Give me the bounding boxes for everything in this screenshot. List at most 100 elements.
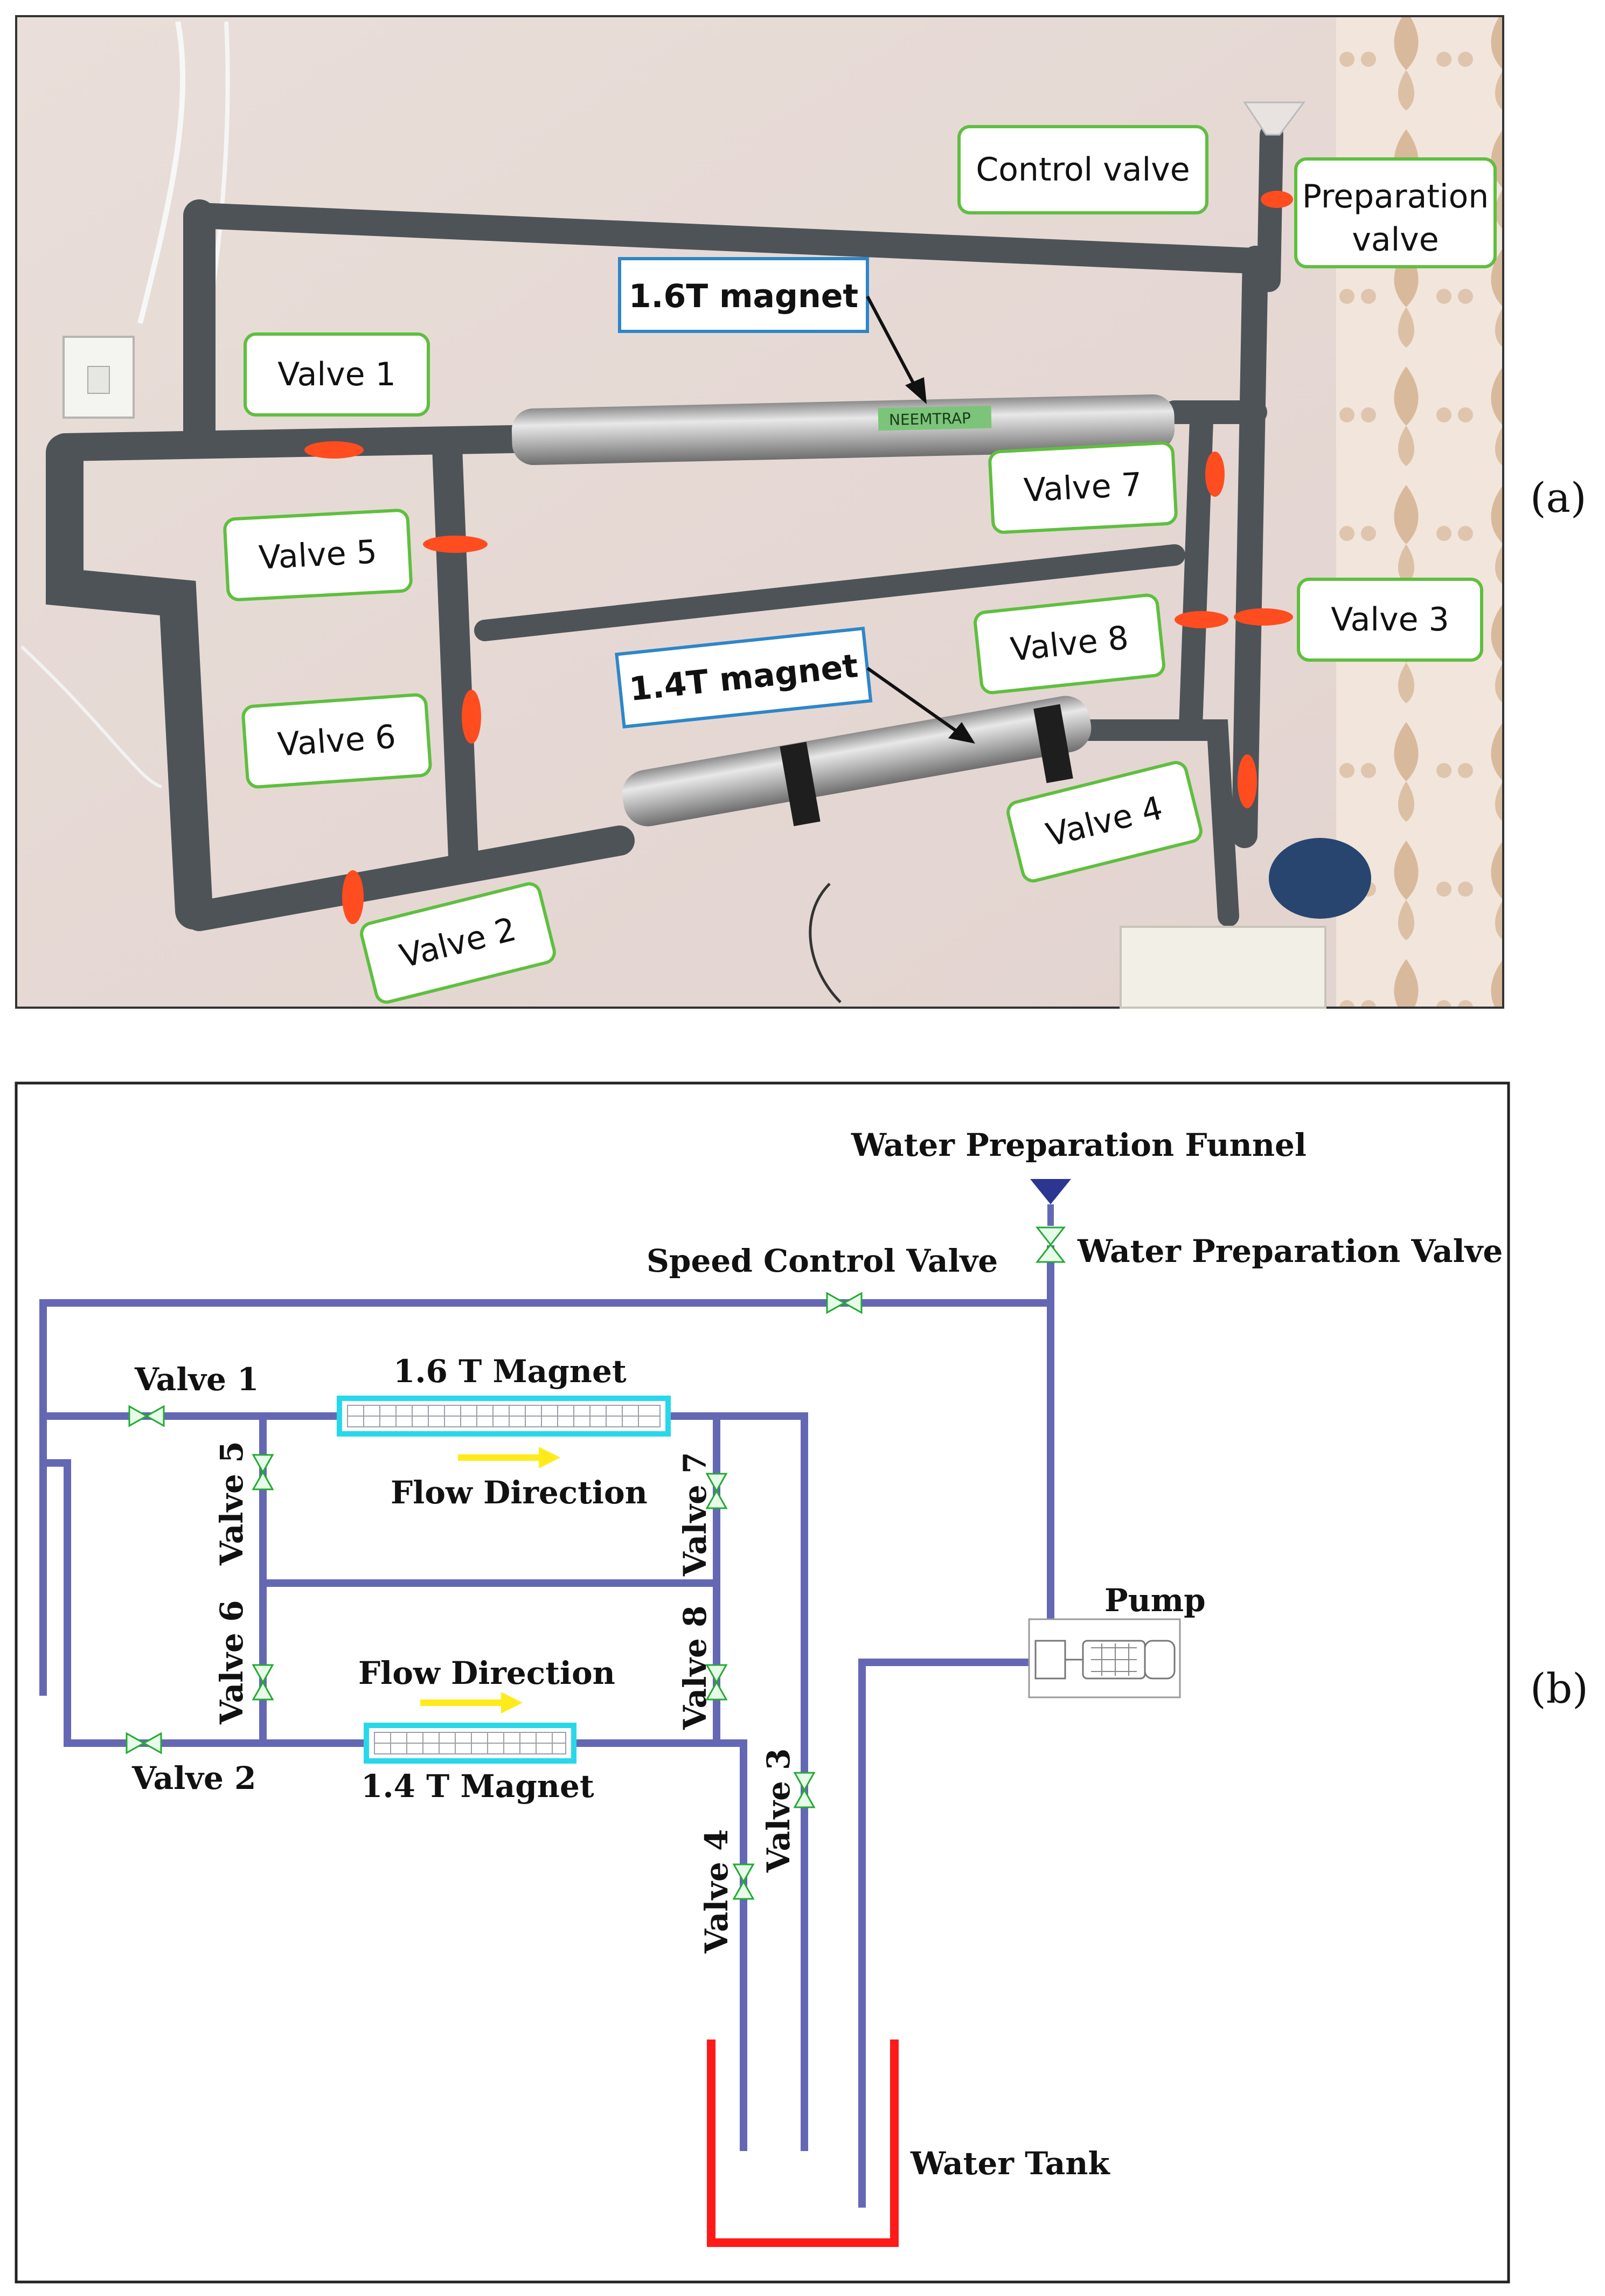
callout-valve-2: Valve 2 xyxy=(360,882,556,1004)
pipe-row2-right xyxy=(570,1739,747,2151)
callout-valve-7-text: Valve 7 xyxy=(1023,466,1143,509)
photo-pump xyxy=(1269,838,1371,919)
photo-magnet-14 xyxy=(622,696,1092,827)
photo-pipes xyxy=(46,123,1283,931)
photo-prep-valve-handle xyxy=(1261,191,1293,208)
valve-2-icon xyxy=(126,1732,162,1754)
callout-magnet-14: 1.4T magnet xyxy=(615,627,873,729)
photo-magnet-14-clamp xyxy=(780,741,821,827)
callout-valve-3-text: Valve 3 xyxy=(1331,601,1449,639)
photo-valve-handle-5 xyxy=(423,536,488,553)
photo-magnet-14-clamp xyxy=(1033,704,1073,783)
valve-6-icon xyxy=(252,1664,274,1701)
callout-preparation-valve: Preparation valve xyxy=(1294,157,1497,268)
photo-funnel xyxy=(1243,101,1305,136)
valve-prep-icon xyxy=(1035,1226,1066,1263)
callout-valve-1: Valve 1 xyxy=(244,332,430,417)
panel-b: Water Preparation Funnel Water Preparati… xyxy=(15,1081,1510,2284)
photo-valve-handle-3 xyxy=(1234,608,1293,626)
label-magnet-16: 1.6 T Magnet xyxy=(393,1353,627,1390)
photo-valve-handle-8 xyxy=(1175,611,1228,628)
pipe-middle-run xyxy=(474,544,1185,641)
callout-magnet-16-arrowhead xyxy=(905,377,927,404)
flow-arrow-bottom xyxy=(420,1692,523,1714)
pipe-prep-riser xyxy=(1257,123,1283,292)
callout-magnet-16-text: 1.6T magnet xyxy=(629,278,858,315)
callout-magnet-16-arrow xyxy=(866,295,918,389)
label-valve-2: Valve 2 xyxy=(131,1760,256,1796)
callout-magnet-14-arrow xyxy=(866,667,960,734)
valve-speed-icon xyxy=(826,1292,863,1314)
water-preparation-funnel xyxy=(1030,1179,1071,1204)
schematic-pump xyxy=(1028,1618,1181,1698)
valve-8-icon xyxy=(705,1664,728,1701)
schematic-magnet-14 xyxy=(364,1723,576,1764)
label-pump: Pump xyxy=(1104,1582,1206,1619)
label-flow-bottom: Flow Direction xyxy=(358,1655,615,1691)
callout-valve-3: Valve 3 xyxy=(1297,578,1483,662)
callout-valve-6: Valve 6 xyxy=(241,693,432,789)
panel-a: NEEMTRAP Control valve Preparation va xyxy=(15,15,1504,1009)
callout-valve-5: Valve 5 xyxy=(223,509,413,601)
wall-cable xyxy=(20,645,162,788)
photo-magnet-16-sticker xyxy=(878,405,992,431)
valve-3-icon xyxy=(793,1772,816,1808)
callout-magnet-16: 1.6T magnet xyxy=(618,257,927,404)
schematic-valves xyxy=(126,1226,1066,1900)
wall-cable xyxy=(809,883,842,1003)
photo-bucket xyxy=(1120,926,1326,1009)
photo-magnet-16 xyxy=(511,394,1175,466)
label-valve-1: Valve 1 xyxy=(134,1361,259,1398)
valve-5-icon xyxy=(252,1454,274,1490)
label-valve-3: Valve 3 xyxy=(760,1749,797,1873)
label-valve-6: Valve 6 xyxy=(213,1600,250,1725)
pipe-top-line xyxy=(39,1299,1054,1696)
callout-valve-1-text: Valve 1 xyxy=(277,356,396,393)
photo-valve-handle-1 xyxy=(304,441,364,459)
pipe-left-outer xyxy=(46,434,213,930)
label-valve-5: Valve 5 xyxy=(213,1441,250,1566)
wall-switch-toggle xyxy=(87,366,110,394)
photo-valve-handle-2 xyxy=(342,870,364,924)
photo-magnet-16-sticker-text: NEEMTRAP xyxy=(889,409,971,428)
valve-1-icon xyxy=(128,1405,165,1427)
callout-valve-6-text: Valve 6 xyxy=(276,718,397,764)
callout-control-valve: Control valve xyxy=(957,125,1208,214)
callout-valve-5-text: Valve 5 xyxy=(258,533,378,577)
label-funnel: Water Preparation Funnel xyxy=(851,1127,1307,1163)
water-tank xyxy=(707,2040,899,2247)
callout-valve-4: Valve 4 xyxy=(1006,761,1203,883)
photo-valve-handle-6 xyxy=(462,690,481,744)
callout-valve-8: Valve 8 xyxy=(974,593,1165,695)
callout-control-valve-text: Control valve xyxy=(976,151,1190,189)
valve-4-icon xyxy=(732,1863,755,1900)
wall-cable xyxy=(137,21,186,324)
photo-valve-handle-4 xyxy=(1238,754,1257,808)
pipe-top xyxy=(186,203,1279,274)
label-tank: Water Tank xyxy=(910,2145,1110,2182)
pipe-bottom-run xyxy=(184,826,635,931)
label-valve-8: Valve 8 xyxy=(677,1606,713,1730)
pipe-return xyxy=(858,1659,1033,2208)
photo-valve-handle-7 xyxy=(1205,452,1225,497)
photo-valve-handles xyxy=(304,191,1293,924)
label-flow-top: Flow Direction xyxy=(391,1474,648,1511)
flow-arrow-top xyxy=(458,1447,560,1468)
callout-magnet-14-arrowhead xyxy=(948,722,975,744)
schematic-magnet-16 xyxy=(337,1396,671,1437)
pipe-middle-vertical xyxy=(432,432,478,872)
pipe-right-outer xyxy=(1232,246,1268,848)
pipe-lower-right xyxy=(1067,719,1239,927)
callout-preparation-valve-line2: valve xyxy=(1352,221,1439,259)
panel-b-letter: (b) xyxy=(1530,1664,1588,1712)
label-prep-valve: Water Preparation Valve xyxy=(1077,1233,1503,1270)
label-valve-7: Valve 7 xyxy=(677,1452,713,1577)
label-valve-4: Valve 4 xyxy=(698,1829,735,1954)
pipe-right-inner xyxy=(1179,408,1213,739)
callout-valve-7: Valve 7 xyxy=(988,441,1178,534)
callout-preparation-valve-line1: Preparation xyxy=(1302,178,1489,216)
valve-7-icon xyxy=(705,1473,728,1509)
panel-a-letter: (a) xyxy=(1530,474,1587,522)
label-speed-valve: Speed Control Valve xyxy=(647,1243,998,1279)
